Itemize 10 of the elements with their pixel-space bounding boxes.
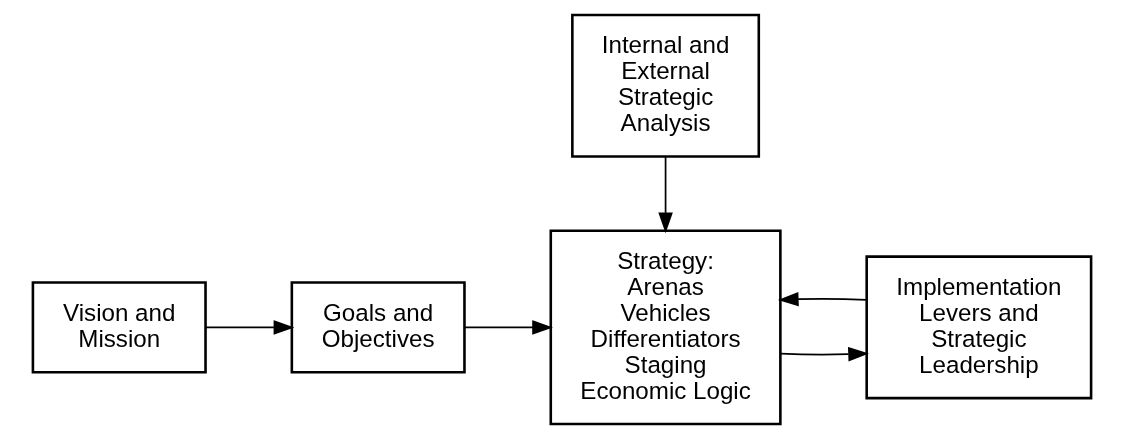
node-box: Goals and Objectives [290, 281, 466, 374]
node-box: Internal and External Strategic Analysis [571, 13, 761, 158]
node-box: Vision and Mission [31, 281, 207, 374]
node-box: Implementation Levers and Strategic Leadership [865, 255, 1093, 400]
arrow [779, 347, 869, 362]
arrow [658, 156, 673, 234]
arrow [464, 320, 553, 335]
arrow [777, 291, 868, 307]
node-box: Strategy: Arenas Vehicles Differentiators Staging Economic Logic [549, 229, 782, 426]
arrow [205, 320, 295, 335]
